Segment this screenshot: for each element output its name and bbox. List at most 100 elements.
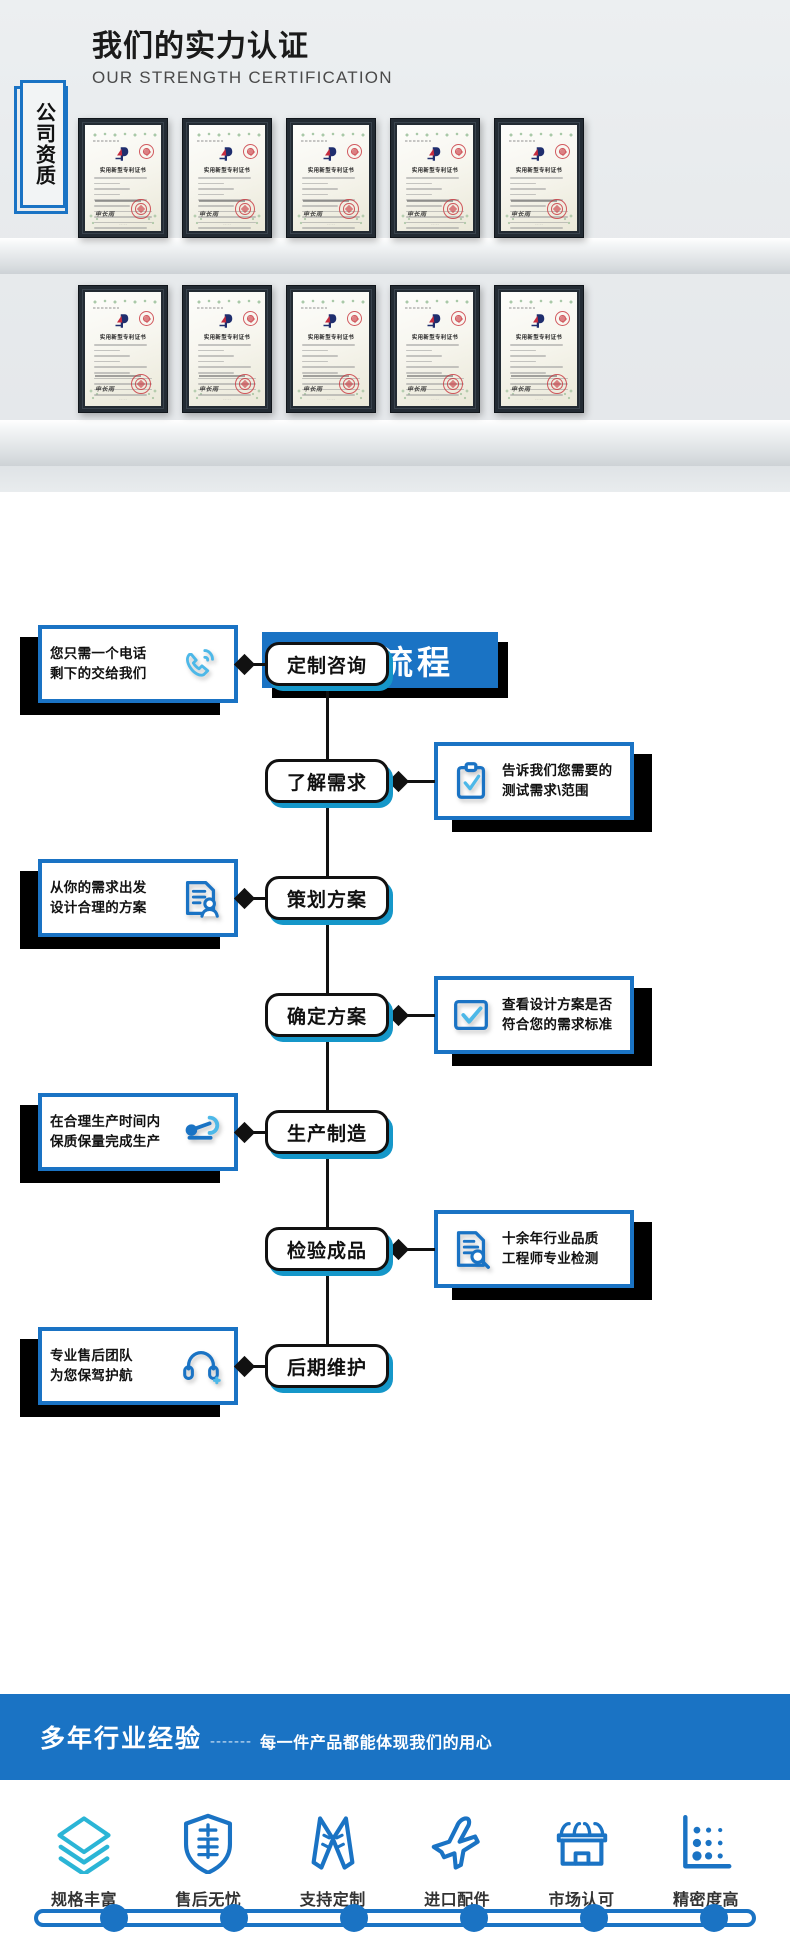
info-card-4[interactable]: 查看设计方案是否 符合您的需求标准 [434, 976, 652, 1066]
info-card-2[interactable]: 告诉我们您需要的 测试需求\范围 [434, 742, 652, 832]
certificate-frame[interactable]: 实用新型专利证书申长雨· · · · [494, 118, 584, 238]
card-text: 十余年行业品质 工程师专业检测 [502, 1231, 599, 1266]
feature-item-1[interactable]: 规格丰富 [28, 1810, 140, 1910]
certificate-footer-note: · · · · [223, 398, 231, 402]
track-dot-3 [340, 1904, 368, 1932]
certificate-seal-bottom [339, 374, 359, 394]
certificate-body-lines [302, 344, 360, 396]
certificate-seal-top [555, 144, 570, 159]
feature-item-5[interactable]: 市场认可 [526, 1810, 638, 1910]
airplane-icon [426, 1810, 488, 1876]
patent-logo-icon [114, 312, 132, 330]
certificate-seal-bottom [547, 374, 567, 394]
certificate-frame[interactable]: 实用新型专利证书申长雨· · · · [286, 118, 376, 238]
document-search-icon [446, 1224, 496, 1274]
info-card-3[interactable]: 从你的需求出发 设计合理的方案 [20, 859, 238, 949]
feature-item-2[interactable]: 售后无忧 [152, 1810, 264, 1910]
certificate-header-text [509, 140, 535, 142]
feature-item-3[interactable]: 支持定制 [277, 1810, 389, 1910]
headset-support-icon [176, 1341, 226, 1391]
certificate-seal-top [243, 311, 258, 326]
process-spine-line [326, 686, 329, 1388]
certificate-footer-note: · · · · [327, 398, 335, 402]
certificate-frame[interactable]: 实用新型专利证书申长雨 · · · · [182, 285, 272, 413]
patent-logo-icon [218, 145, 236, 163]
certificate-footer-note: · · · · [431, 398, 439, 402]
certificate-seal-top [347, 311, 362, 326]
experience-dashes: ------- [210, 1732, 252, 1750]
certificate-seal-bottom [131, 374, 151, 394]
certificate-header-text [93, 140, 119, 142]
certificate-seal-top [451, 144, 466, 159]
tools-cross-icon [302, 1810, 364, 1876]
certificate-signature: 申长雨 [199, 387, 219, 393]
process-step-3[interactable]: 策划方案 [265, 876, 389, 920]
patent-logo-icon [530, 145, 548, 163]
certificate-footer-rule [95, 200, 141, 202]
certificate-seal-bottom [131, 199, 151, 219]
process-step-7[interactable]: 后期维护 [265, 1344, 389, 1388]
process-step-1[interactable]: 定制咨询 [265, 642, 389, 686]
certificate-footer-note: · · · · [431, 223, 439, 227]
certificate-seal-bottom [235, 199, 255, 219]
process-step-5[interactable]: 生产制造 [265, 1110, 389, 1154]
card-body: 您只需一个电话 剩下的交给我们 [38, 625, 238, 703]
process-step-4[interactable]: 确定方案 [265, 993, 389, 1037]
process-step-6[interactable]: 检验成品 [265, 1227, 389, 1271]
certificate-top-ornament [401, 131, 469, 138]
certificate-header-text [93, 307, 119, 309]
feature-item-4[interactable]: 进口配件 [401, 1810, 513, 1910]
certificate-footer-rule [407, 200, 453, 202]
certificate-footer-note: · · · · [535, 223, 543, 227]
frame-mat [290, 289, 372, 409]
certificate-seal-top [139, 144, 154, 159]
certificate-title: 实用新型专利证书 [99, 335, 147, 341]
frame-mat [498, 289, 580, 409]
certificate-signature: 申长雨 [511, 212, 531, 218]
connector-line [405, 1248, 435, 1251]
feature-label: 精密度高 [672, 1892, 739, 1909]
certificate-top-ornament [89, 131, 157, 138]
track-dot-6 [700, 1904, 728, 1932]
process-step-2[interactable]: 了解需求 [265, 759, 389, 803]
connector-line [405, 1014, 435, 1017]
certificate-frame[interactable]: 实用新型专利证书申长雨· · · · [286, 285, 376, 413]
certificate-title: 实用新型专利证书 [203, 335, 251, 341]
certificate-signature: 申长雨 [303, 212, 323, 218]
certificate-header-text [405, 307, 431, 309]
card-text: 您只需一个电话 剩下的交给我们 [50, 646, 147, 681]
certificate-seal-top [139, 311, 154, 326]
frame-mat [82, 122, 164, 234]
patent-logo-icon [426, 312, 444, 330]
certificate-body-lines [198, 344, 256, 396]
layers-icon [53, 1810, 115, 1876]
certificate-signature: 申长雨 [95, 387, 115, 393]
certificate-frame[interactable]: 实用新型专利证书申长雨· · · · [390, 285, 480, 413]
certification-title-en: OUR STRENGTH CERTIFICATION [92, 68, 393, 87]
feature-item-6[interactable]: 精密度高 [650, 1810, 762, 1910]
card-body: 在合理生产时间内 保质保量完成生产 [38, 1093, 238, 1171]
certificate-title: 实用新型专利证书 [99, 168, 147, 174]
certificate-frame[interactable]: 实用新型专利证书申长雨· · · · [78, 118, 168, 238]
certificate-top-ornament [401, 298, 469, 305]
info-card-5[interactable]: 在合理生产时间内 保质保量完成生产 [20, 1093, 238, 1183]
certificate-paper: 实用新型专利证书申长雨· · · · [501, 292, 577, 406]
info-card-1[interactable]: 您只需一个电话 剩下的交给我们 [20, 625, 238, 715]
track-dot-1 [100, 1904, 128, 1932]
certificate-frame[interactable]: 实用新型专利证书申长雨· · · · [390, 118, 480, 238]
certificate-footer-note: · · · · [119, 223, 127, 227]
badge-inner-border: 公司资质 [20, 80, 66, 208]
certificate-footer-rule [199, 375, 245, 377]
certificate-frame[interactable]: 实用新型专利证书申长雨· · · · [182, 118, 272, 238]
certificate-frame[interactable]: 实用新型专利证书申长雨· · · · [78, 285, 168, 413]
certificate-frame[interactable]: 实用新型专利证书申长雨· · · · [494, 285, 584, 413]
certificate-top-ornament [193, 131, 261, 138]
info-card-7[interactable]: 专业售后团队 为您保驾护航 [20, 1327, 238, 1417]
certificate-header-text [405, 140, 431, 142]
card-text: 查看设计方案是否 符合您的需求标准 [502, 997, 613, 1032]
track-dot-4 [460, 1904, 488, 1932]
certificate-footer-rule [511, 375, 557, 377]
info-card-6[interactable]: 十余年行业品质 工程师专业检测 [434, 1210, 652, 1300]
certificate-body-lines [406, 344, 464, 396]
